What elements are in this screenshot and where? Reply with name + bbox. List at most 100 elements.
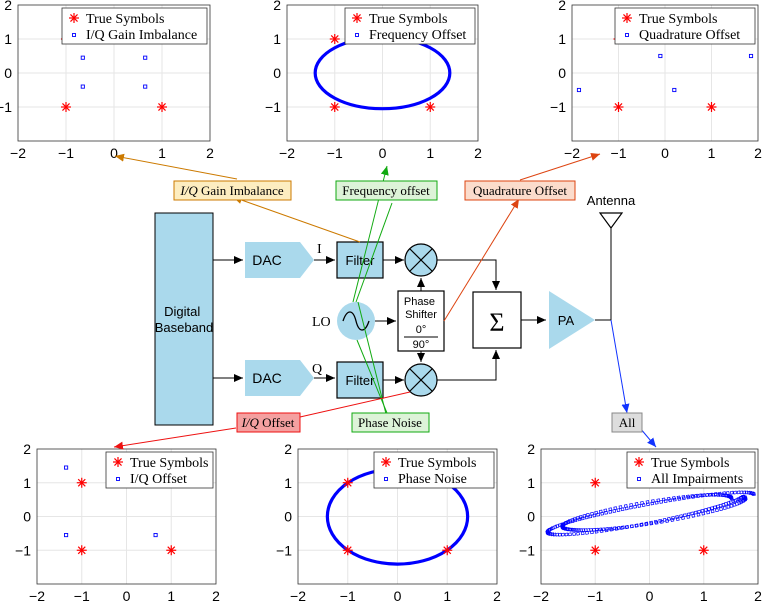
y-tick-label: 2 xyxy=(23,441,31,457)
legend-entry: True Symbols xyxy=(86,12,164,27)
legend-entry: True Symbols xyxy=(130,456,208,471)
impairment-labels: I/Q Gain Imbalance Frequency offset Quad… xyxy=(173,180,643,433)
y-tick-label: 1 xyxy=(4,31,12,47)
y-tick-label: 0 xyxy=(23,509,31,525)
y-tick-label: 2 xyxy=(558,0,566,13)
x-tick-label: 2 xyxy=(754,588,762,604)
iq-offset-tag-text: I/Q Offset xyxy=(241,415,295,430)
impaired-point xyxy=(64,465,69,470)
pa-block xyxy=(549,291,595,349)
q-branch-label: Q xyxy=(312,362,322,377)
gain-imbalance-arrow-1 xyxy=(232,196,361,243)
dac-q-block xyxy=(245,360,314,396)
y-tick-label: 2 xyxy=(284,441,292,457)
legend-true-marker xyxy=(381,457,391,467)
impaired-point xyxy=(672,87,677,93)
axes-frame xyxy=(17,4,211,142)
frequency-offset-line-b xyxy=(357,301,392,431)
dac-q-label: DAC xyxy=(252,370,282,386)
x-tick-label: 1 xyxy=(700,588,708,604)
y-tick-label: −1 xyxy=(519,542,535,558)
pa-label: PA xyxy=(558,313,575,328)
x-tick-label: 0 xyxy=(110,145,118,161)
digital-baseband-label: Digital Baseband xyxy=(155,304,214,335)
frequency-offset-tag xyxy=(335,180,438,201)
true-symbol-point xyxy=(698,545,709,556)
y-tick-label: −1 xyxy=(276,542,292,558)
x-tick-label: 2 xyxy=(474,145,482,161)
phase-shifter-label: Phase Shifter xyxy=(404,296,438,321)
y-tick-label: 2 xyxy=(4,0,12,13)
antenna-label: Antenna xyxy=(587,193,636,208)
mixer-i-symbol xyxy=(404,243,438,277)
true-symbol-point xyxy=(342,545,353,556)
x-tick-label: −2 xyxy=(279,145,295,161)
y-tick-label: 0 xyxy=(273,65,281,81)
axes-frame xyxy=(297,448,498,585)
iq-offset-arrow-2 xyxy=(113,427,237,450)
x-tick-label: −2 xyxy=(29,588,45,604)
x-tick-label: 0 xyxy=(379,145,387,161)
legend-entry: Phase Noise xyxy=(398,472,467,487)
all-impairments-tag xyxy=(611,412,643,433)
y-tick-label: 0 xyxy=(558,65,566,81)
axes-frame xyxy=(540,448,759,585)
y-tick-label: 0 xyxy=(527,509,535,525)
quadrature-offset-arrow-2 xyxy=(519,152,601,181)
all-impairments-tag-text: All xyxy=(619,415,636,430)
x-tick-label: 2 xyxy=(206,145,214,161)
quadrature-offset-arrow xyxy=(443,198,520,322)
x-tick-label: 2 xyxy=(212,588,220,604)
pa-to-antenna-line xyxy=(595,226,612,321)
phase-noise-tag-text: Phase Noise xyxy=(358,415,422,430)
true-symbol-point xyxy=(425,102,436,112)
iq-offset-tag xyxy=(236,412,301,433)
gain-imbalance-arrow-2 xyxy=(114,153,238,180)
phase-90-label: 90° xyxy=(413,339,430,351)
true-symbol-point xyxy=(590,477,601,488)
summer-symbol: Σ xyxy=(489,308,504,337)
y-tick-label: 0 xyxy=(4,65,12,81)
true-symbol-point xyxy=(329,34,340,44)
x-tick-label: 2 xyxy=(493,588,501,604)
x-tick-label: 0 xyxy=(123,588,131,604)
y-tick-label: 2 xyxy=(273,0,281,13)
y-tick-label: 0 xyxy=(284,509,292,525)
mixer-i-to-sum-arrow xyxy=(437,259,500,290)
legend-entry: Quadrature Offset xyxy=(639,28,740,43)
x-tick-label: 2 xyxy=(754,145,762,161)
iq-offset-arrow xyxy=(299,391,411,418)
true-symbol-point xyxy=(590,545,601,556)
legend-true-marker xyxy=(352,13,362,23)
legend-true-marker xyxy=(113,457,123,467)
filter-q-label: Filter xyxy=(346,373,376,388)
impaired-point xyxy=(143,84,148,89)
x-tick-label: −2 xyxy=(533,588,549,604)
phase-noise-line-b xyxy=(356,339,388,414)
axes-frame xyxy=(571,4,759,142)
x-tick-label: 0 xyxy=(661,145,669,161)
i-branch-label: I xyxy=(317,242,322,257)
x-tick-label: 1 xyxy=(426,145,434,161)
dac-i-block xyxy=(245,242,314,278)
lo-oscillator-symbol xyxy=(337,302,375,340)
mixer-q-to-sum-arrow xyxy=(437,350,500,381)
quadrature-offset-tag-text: Quadrature Offset xyxy=(473,183,567,198)
x-tick-label: −2 xyxy=(564,145,580,161)
true-symbol-point xyxy=(76,545,87,556)
x-tick-label: −1 xyxy=(587,588,603,604)
all-impairments-arrow xyxy=(610,319,630,414)
frequency-offset-tag-text: Frequency offset xyxy=(342,183,430,198)
quadrature-offset-tag xyxy=(464,180,576,201)
filter-i-label: Filter xyxy=(346,253,376,268)
impaired-point xyxy=(748,53,754,59)
x-tick-label: −1 xyxy=(74,588,90,604)
